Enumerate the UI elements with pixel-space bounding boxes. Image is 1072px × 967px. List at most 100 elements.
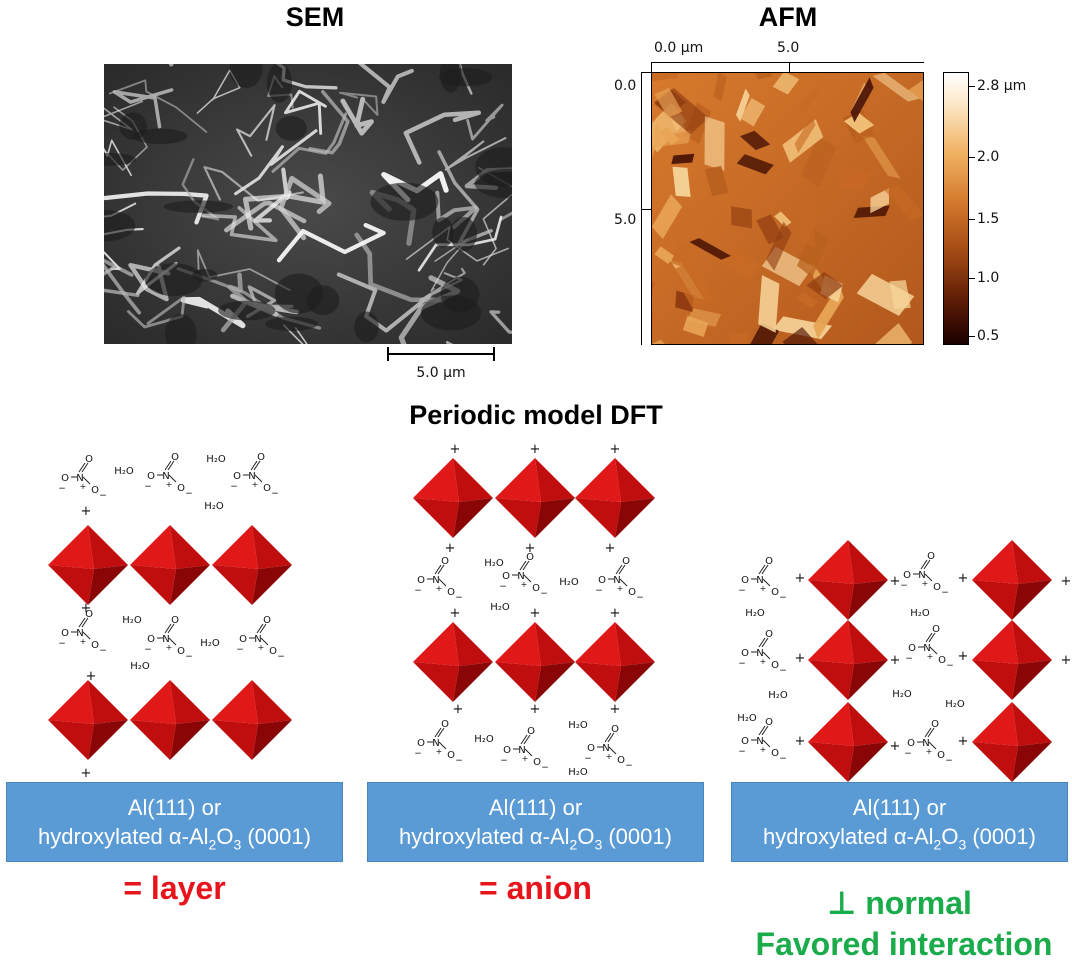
octahedron	[495, 458, 575, 538]
svg-text:O: O	[932, 624, 940, 635]
svg-text:O: O	[85, 454, 93, 465]
afm-grain	[651, 72, 684, 85]
sem-flake	[201, 206, 278, 243]
sem-title: SEM	[285, 2, 345, 32]
svg-text:−: −	[185, 652, 193, 662]
svg-text:−: −	[499, 582, 507, 592]
svg-text:O: O	[933, 582, 941, 593]
svg-text:N: N	[248, 471, 255, 482]
water-molecule: H₂O	[490, 602, 510, 613]
afm-image	[651, 72, 924, 345]
octahedron	[48, 680, 128, 760]
svg-text:O: O	[741, 575, 749, 586]
afm-grain	[651, 194, 683, 240]
svg-text:−: −	[58, 484, 66, 494]
sem-flake	[104, 258, 142, 315]
svg-text:+: +	[80, 637, 87, 646]
sem-flake	[203, 166, 304, 202]
sem-pore	[420, 295, 482, 331]
svg-text:N: N	[613, 575, 620, 586]
sem-flake	[271, 112, 348, 173]
svg-text:O: O	[741, 736, 749, 747]
svg-text:O: O	[85, 609, 93, 620]
svg-text:−: −	[414, 749, 422, 759]
octahedron	[575, 622, 655, 702]
afm-grain	[731, 206, 753, 229]
sem-flake	[236, 104, 276, 157]
svg-text:O: O	[447, 587, 455, 598]
afm-grain	[704, 116, 725, 171]
svg-text:O: O	[526, 552, 534, 563]
afm-grain	[719, 246, 763, 280]
afm-grain	[907, 80, 924, 116]
svg-text:O: O	[171, 452, 179, 463]
verdict-layer: = layer	[123, 870, 226, 906]
octahedron	[413, 458, 493, 538]
svg-text:+: +	[436, 584, 443, 593]
sem-flake	[435, 190, 478, 230]
afm-grain	[766, 221, 792, 271]
sem-pore	[266, 64, 292, 103]
verdict-anion: = anion	[479, 870, 592, 906]
sem-flake	[278, 175, 332, 241]
water-molecule: H₂O	[204, 501, 224, 512]
octahedron	[972, 540, 1052, 620]
svg-text:−: −	[945, 756, 953, 766]
svg-text:−: −	[99, 646, 107, 656]
svg-text:O: O	[263, 483, 271, 494]
charge-plus: +	[530, 442, 541, 457]
sem-flake	[466, 103, 504, 141]
charge-plus: +	[81, 766, 92, 781]
substrate-box-2: Al(111) or hydroxylated α-Al2O3 (0001)	[367, 782, 704, 862]
afm-grain	[872, 72, 921, 102]
svg-text:N: N	[756, 648, 763, 659]
charge-plus: +	[795, 571, 806, 586]
afm-grain	[850, 77, 874, 123]
afm-grain	[794, 115, 816, 153]
svg-text:N: N	[602, 743, 609, 754]
svg-text:N: N	[162, 634, 169, 645]
afm-grain	[798, 86, 819, 115]
charge-plus: +	[958, 571, 969, 586]
substrate-line2: hydroxylated α-Al2O3 (0001)	[399, 824, 672, 853]
afm-grain	[671, 261, 714, 308]
afm-grain	[867, 323, 913, 345]
afm-grain	[671, 240, 692, 268]
svg-text:O: O	[417, 575, 425, 586]
svg-text:N: N	[517, 571, 524, 582]
svg-text:−: −	[904, 749, 912, 759]
svg-text:O: O	[532, 583, 540, 594]
afm-grain	[728, 332, 749, 345]
sem-pore	[439, 64, 462, 93]
octahedron	[972, 702, 1052, 782]
svg-text:O: O	[598, 575, 606, 586]
svg-text:−: −	[455, 593, 463, 603]
svg-text:−: −	[277, 652, 285, 662]
svg-text:−: −	[779, 593, 787, 603]
afm-grain	[862, 135, 901, 179]
svg-text:−: −	[941, 588, 949, 598]
sem-flake	[180, 296, 246, 329]
sem-flake	[489, 310, 512, 334]
svg-text:O: O	[907, 738, 915, 749]
charge-plus: +	[81, 601, 92, 616]
colorbar-tick-3: 1.0	[977, 270, 1000, 286]
svg-text:O: O	[622, 556, 630, 567]
afm-grain	[671, 153, 695, 165]
afm-grain	[782, 326, 830, 345]
svg-text:O: O	[765, 717, 773, 728]
sem-flake	[403, 110, 482, 165]
svg-text:+: +	[166, 480, 173, 489]
svg-text:N: N	[923, 643, 930, 654]
svg-text:N: N	[918, 570, 925, 581]
